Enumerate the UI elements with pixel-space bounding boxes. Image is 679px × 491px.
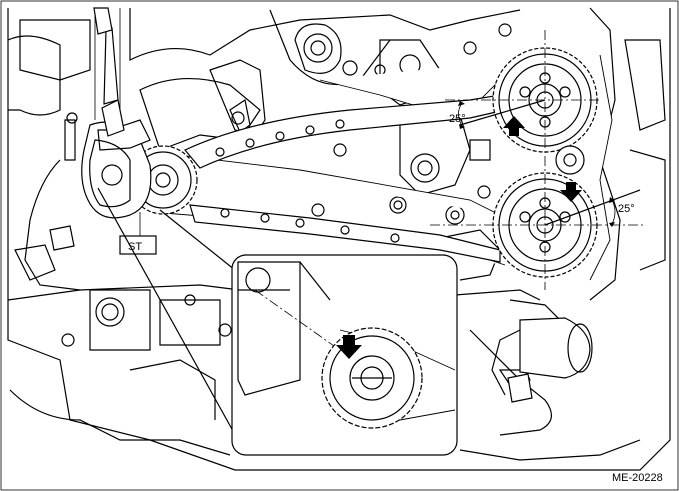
st-label: ST: [128, 241, 142, 253]
crank-arrow-icon: [336, 335, 362, 359]
cam-centre-lines: [430, 30, 645, 290]
angle-dimension-upper: [458, 101, 465, 129]
angle-dimension-lower: [609, 197, 616, 227]
detail-leader-lines: [97, 187, 239, 441]
water-outlet: [491, 317, 593, 403]
detail-crank-sprocket: [321, 327, 423, 429]
lower-cam-arrow-icon: [560, 182, 582, 202]
upper-angle-label: 25°: [449, 113, 466, 125]
parting-lines: [94, 8, 121, 120]
st-label-box: [119, 235, 157, 255]
special-tool-st: [81, 7, 152, 219]
lower-angle-label: 25°: [618, 203, 635, 215]
figure-id-label: ME-20228: [612, 472, 663, 484]
idler-sprocket: [555, 145, 585, 175]
upper-cam-arrow-icon: [503, 116, 525, 136]
